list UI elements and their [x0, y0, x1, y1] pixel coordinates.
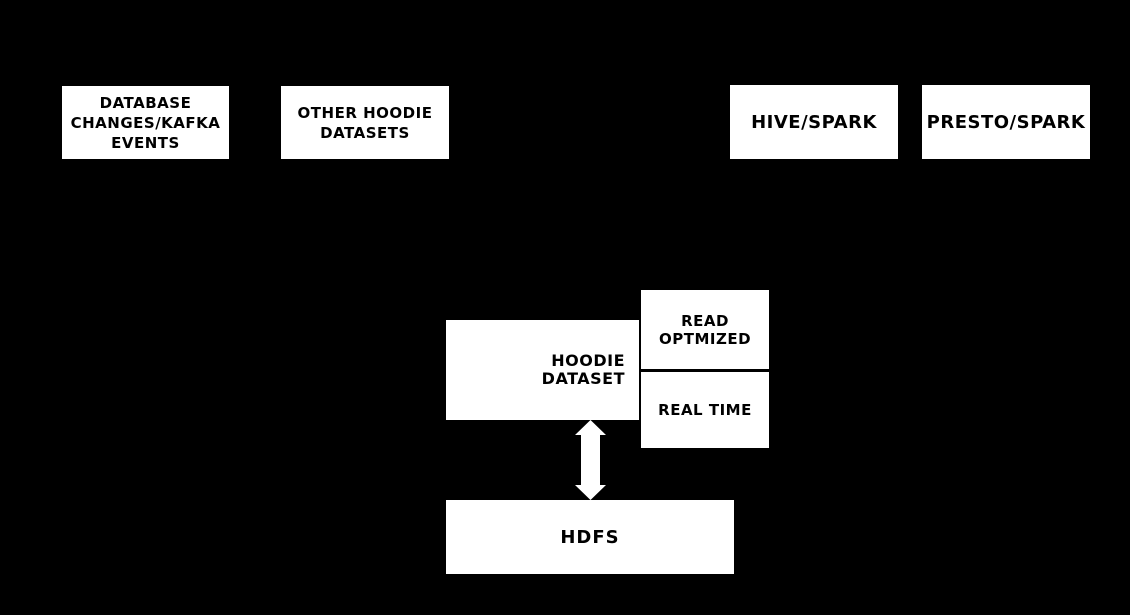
bidirectional-arrow-icon: [575, 420, 606, 500]
node-database-changes-kafka-events: DATABASE CHANGES/KAFKA EVENTS: [62, 86, 229, 159]
node-hive-spark: HIVE/SPARK: [730, 85, 898, 159]
node-presto-spark: PRESTO/SPARK: [922, 85, 1090, 159]
node-label: PRESTO/SPARK: [926, 111, 1086, 133]
node-real-time: REAL TIME: [641, 372, 769, 448]
node-label-line: CHANGES/KAFKA: [70, 113, 221, 132]
node-label-line: READ: [681, 311, 729, 330]
node-hoodie-dataset: HOODIE DATASET: [446, 320, 639, 420]
node-hdfs: HDFS: [446, 500, 734, 574]
node-label-line: HOODIE: [551, 351, 625, 370]
node-label-line: EVENTS: [111, 133, 180, 152]
node-label: REAL TIME: [658, 401, 752, 419]
node-other-hoodie-datasets: OTHER HOODIE DATASETS: [281, 86, 449, 159]
node-read-optmized: READ OPTMIZED: [641, 290, 769, 369]
node-label-line: DATASETS: [320, 123, 410, 142]
node-label: HDFS: [560, 526, 620, 548]
node-label-line: DATASET: [541, 369, 625, 388]
node-label-line: OTHER HOODIE: [297, 103, 433, 122]
node-label: HIVE/SPARK: [751, 111, 877, 133]
node-label-line: DATABASE: [99, 93, 192, 112]
node-label-line: OPTMIZED: [658, 329, 752, 348]
